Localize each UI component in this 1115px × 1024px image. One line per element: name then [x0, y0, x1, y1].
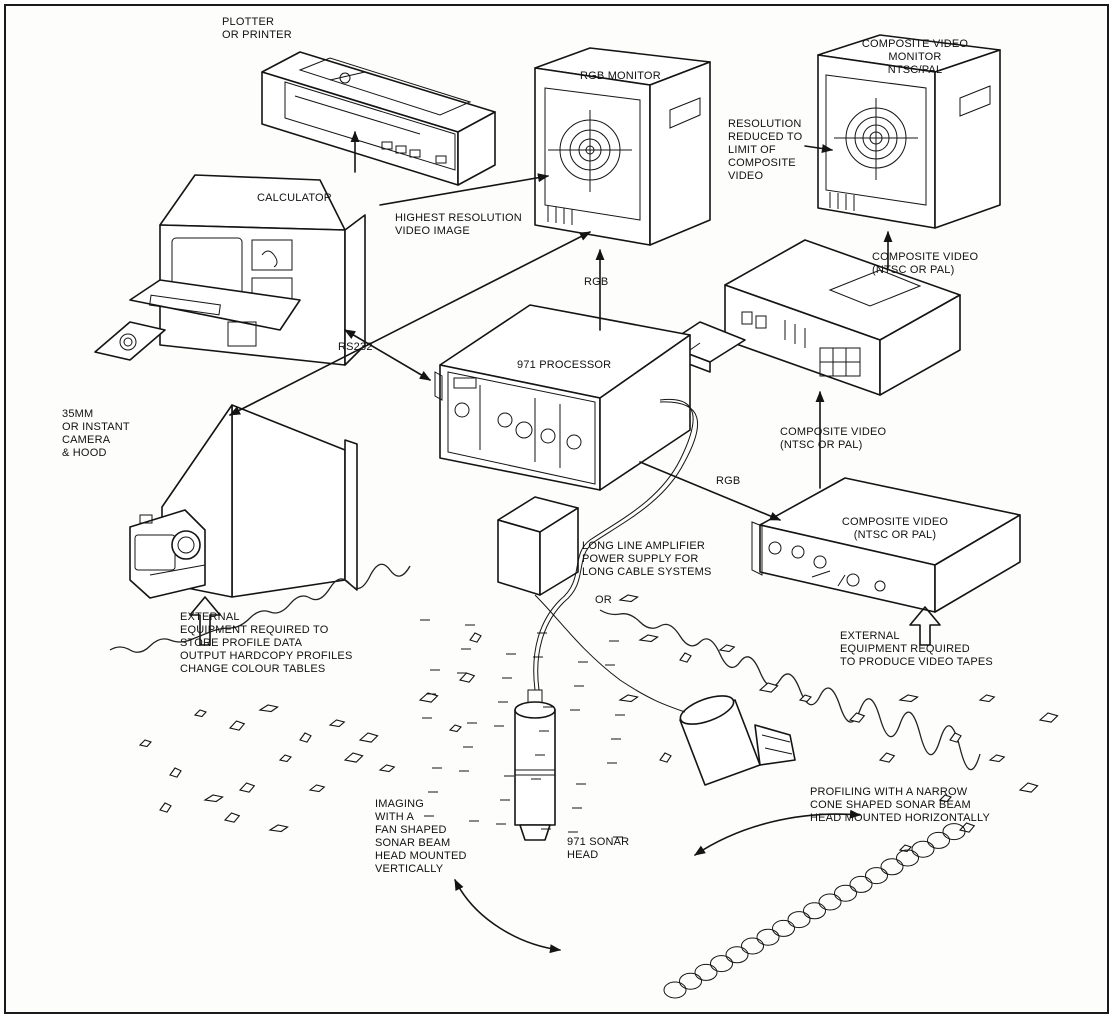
seabed-rock [898, 694, 919, 703]
seabed-rock [758, 682, 779, 693]
profile-ring [849, 875, 873, 893]
seabed-rock [258, 704, 279, 713]
seabed-rock [223, 812, 241, 823]
profiling-label: PROFILING WITH A NARROW CONE SHAPED SONA… [810, 786, 990, 824]
profile-ring [834, 884, 857, 902]
external-right-label: EXTERNAL EQUIPMENT REQUIRED TO PRODUCE V… [840, 630, 993, 668]
seabed-rock [308, 784, 326, 793]
seabed-rock [268, 824, 289, 833]
seabed-rock [138, 739, 152, 748]
seabed-rock [448, 724, 462, 733]
seabed-rock [1018, 782, 1039, 793]
sonar-head-label: 971 SONAR HEAD [567, 836, 630, 861]
profile-ring [896, 849, 919, 867]
rgb-monitor-label: RGB MONITOR [580, 70, 661, 82]
seabed-rocks [138, 594, 1059, 853]
profile-ring [710, 955, 733, 973]
or-label: OR [595, 594, 612, 606]
profile-ring [679, 972, 702, 990]
profile-ring [911, 840, 935, 858]
profile-ring [818, 893, 842, 911]
seabed-rock [949, 732, 962, 743]
composite-video-top-label: COMPOSITE VIDEO (NTSC OR PAL) [872, 251, 979, 276]
rgb-mid-label: RGB [716, 475, 741, 487]
seabed-rock [1038, 712, 1059, 723]
seabed-rock [618, 694, 639, 703]
amplifier-label: LONG LINE AMPLIFIER POWER SUPPLY FOR LON… [582, 540, 712, 578]
sonar-profile-rings [663, 823, 966, 999]
seabed-rock [358, 732, 379, 743]
highest-resolution-label: HIGHEST RESOLUTION VIDEO IMAGE [395, 212, 522, 237]
cables [533, 398, 698, 713]
rgb-monitor [534, 47, 711, 246]
profile-ring [927, 831, 950, 849]
composite-monitor-label: COMPOSITE VIDEO MONITOR NTSC/PAL [861, 38, 969, 76]
sonar-head-horizontal [679, 695, 796, 786]
rs232-label: RS232 [338, 341, 373, 353]
composite-video-monitor [817, 34, 1001, 229]
video-recorder [664, 239, 961, 396]
long-line-amplifier [497, 496, 579, 596]
seabed-rock [938, 794, 952, 803]
seabed-rock [638, 634, 659, 643]
seabed-rock [988, 754, 1006, 763]
seabed-rock [848, 712, 866, 723]
seabed-rock [159, 802, 172, 813]
seabed-rock [469, 632, 482, 643]
profile-ring [803, 902, 826, 920]
connection-arrows [189, 130, 941, 646]
profile-ring [772, 919, 795, 937]
plotter-printer [261, 51, 496, 186]
plotter-label: PLOTTER OR PRINTER [222, 16, 292, 41]
water-surface [109, 563, 981, 771]
profile-ring [865, 867, 888, 885]
seabed-rock [418, 692, 439, 703]
profile-ring [942, 823, 966, 841]
profile-ring [787, 911, 811, 929]
seabed-rock [718, 644, 736, 653]
calculator-label: CALCULATOR [257, 192, 332, 204]
encoder-label: COMPOSITE VIDEO (NTSC OR PAL) [841, 516, 949, 541]
composite-video-mid-label: COMPOSITE VIDEO (NTSC OR PAL) [780, 426, 887, 451]
seabed-rock [978, 694, 996, 703]
971-processor [434, 304, 691, 491]
seabed-rock [328, 719, 346, 728]
seabed-rock [228, 720, 246, 731]
seabed-rock [169, 767, 182, 778]
seabed-rock [458, 672, 476, 683]
profile-ring [741, 937, 764, 955]
seabed-rock [878, 752, 896, 763]
seabed-rock [278, 754, 292, 763]
seabed-rock [958, 822, 976, 833]
seabed-rock [618, 594, 639, 603]
composite-video-encoder [751, 477, 1021, 613]
seabed-rock [238, 782, 256, 793]
processor-label: 971 PROCESSOR [517, 359, 612, 371]
profile-ring [756, 928, 780, 946]
imaging-label: IMAGING WITH A FAN SHAPED SONAR BEAM HEA… [375, 798, 467, 875]
sonar-head-vertical [514, 689, 556, 841]
seabed-rock [343, 752, 364, 763]
camera-label: 35MM OR INSTANT CAMERA & HOOD [62, 408, 130, 459]
seabed-rock [679, 652, 692, 663]
seabed-rock [378, 764, 396, 773]
profile-ring [663, 981, 687, 999]
seabed-rock [193, 709, 207, 718]
profile-ring [725, 946, 749, 964]
seabed-rock [659, 752, 672, 763]
seabed-rock [299, 732, 312, 743]
camera [129, 509, 206, 599]
seabed-rock [203, 794, 224, 803]
profile-ring [880, 858, 904, 876]
rgb-top-label: RGB [584, 276, 609, 288]
sweep-arrows [454, 809, 862, 954]
resolution-reduced-label: RESOLUTION REDUCED TO LIMIT OF COMPOSITE… [728, 118, 803, 182]
profile-ring [694, 963, 718, 981]
seabed-rock [798, 694, 812, 703]
external-left-label: EXTERNAL EQUIPMENT REQUIRED TO STORE PRO… [180, 611, 353, 675]
